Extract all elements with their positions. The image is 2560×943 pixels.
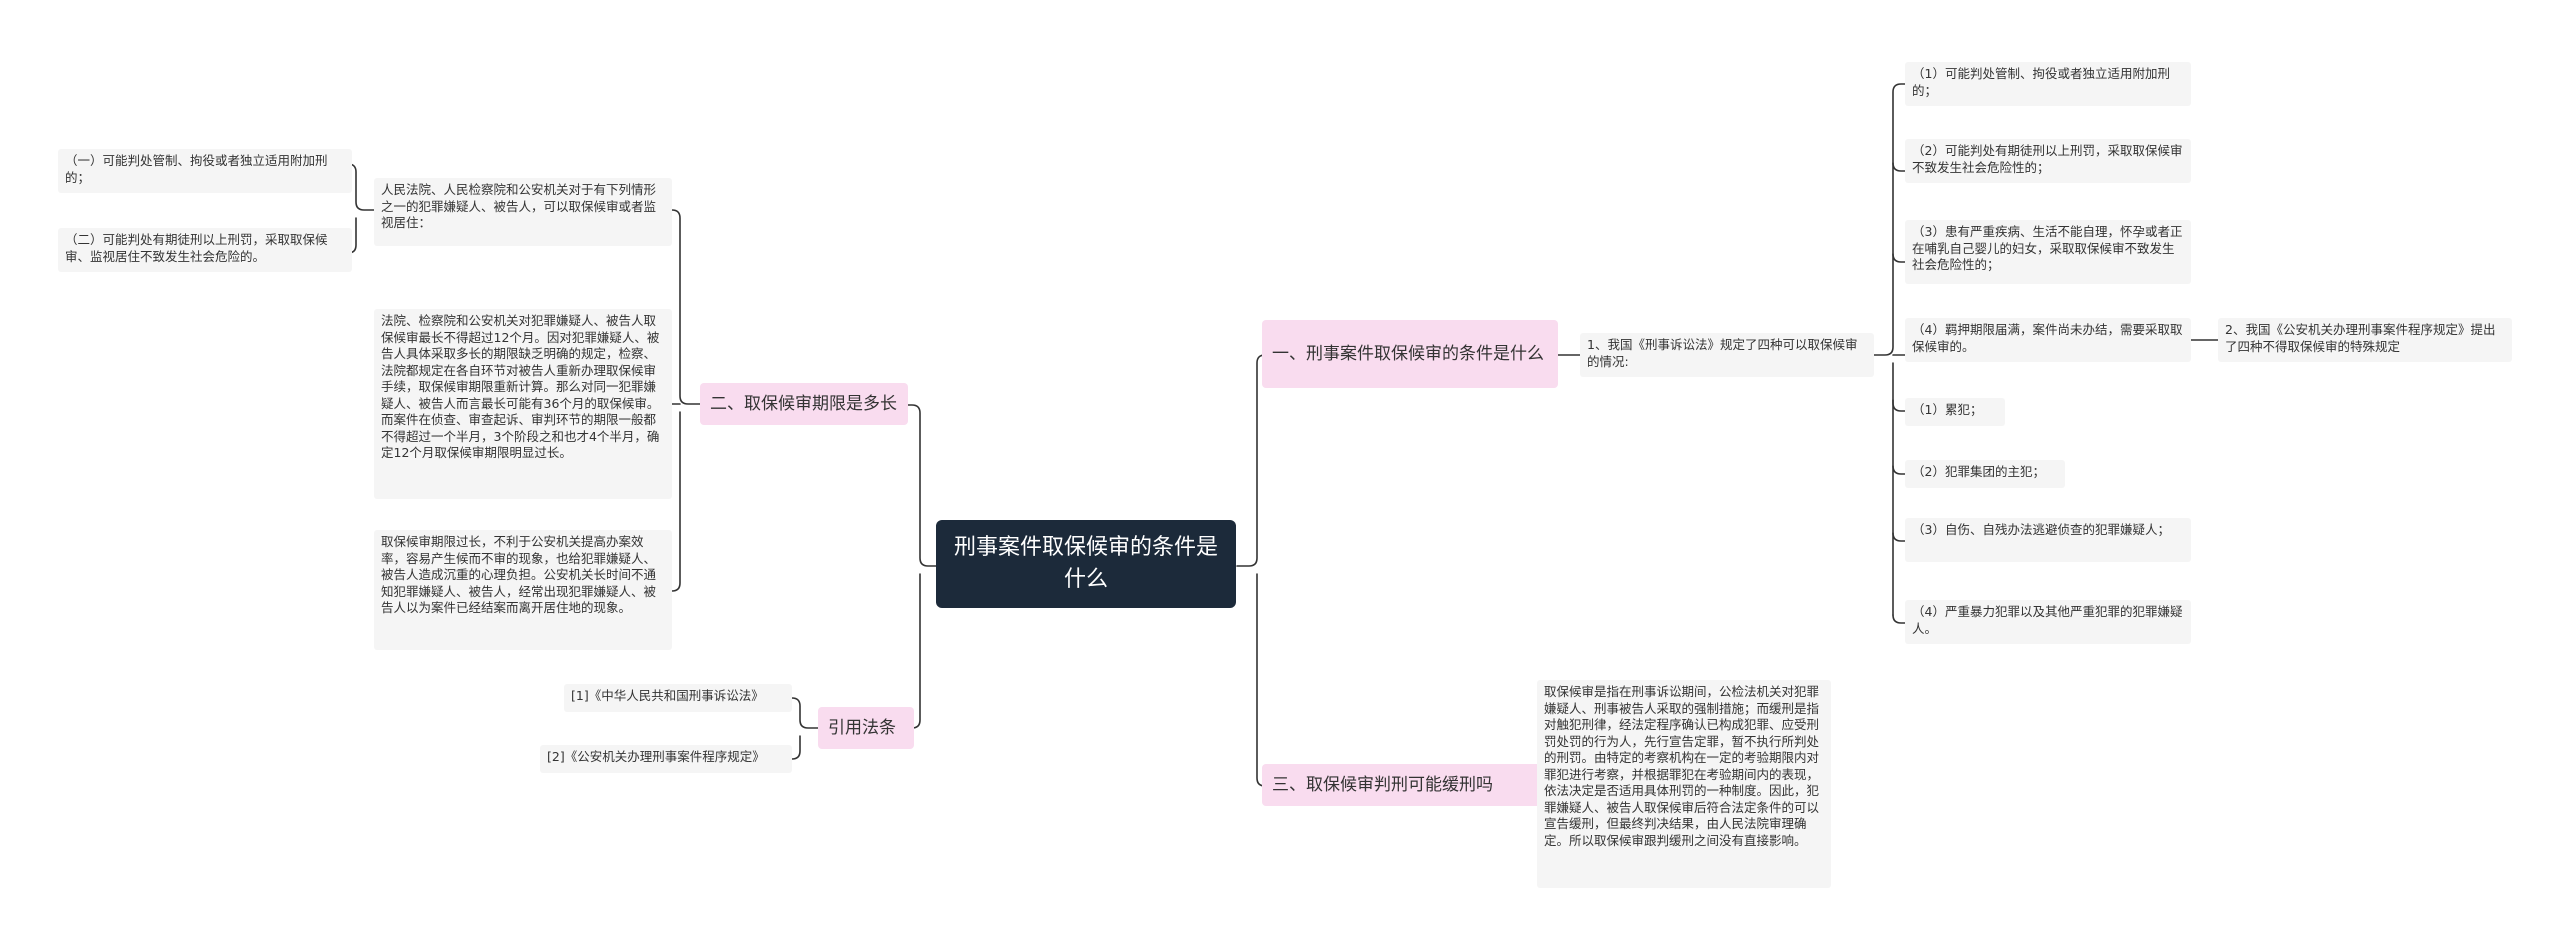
conditions-node-1[interactable]: 1、我国《刑事诉讼法》规定了四种可以取保候审的情况: — [1580, 333, 1874, 377]
connector — [787, 735, 801, 760]
condition-item-3-text: （3）患有严重疾病、生活不能自理，怀孕或者正在哺乳自己婴儿的妇女，采取取保候审不… — [1912, 224, 2183, 272]
connector — [665, 209, 701, 405]
root-title: 刑事案件取保候审的条件是什么 — [953, 535, 1218, 592]
condition-item-3[interactable]: （3）患有严重疾病、生活不能自理，怀孕或者正在哺乳自己婴儿的妇女，采取取保候审不… — [1905, 220, 2191, 284]
duration-node-3[interactable]: 取保候审期限过长，不利于公安机关提高办案效率，容易产生候而不审的现象，也给犯罪嫌… — [374, 530, 672, 650]
condition-item-2[interactable]: （2）可能判处有期徒刑以上刑罚，采取取保候审不致发生社会危险性的； — [1905, 139, 2191, 183]
probation-node-text: 取保候审是指在刑事诉讼期间，公检法机关对犯罪嫌疑人、刑事被告人采取的强制措施；而… — [1544, 684, 1820, 848]
condition-item-1-text: （1）可能判处管制、拘役或者独立适用附加刑的； — [1912, 66, 2170, 98]
duration-node-3-text: 取保候审期限过长，不利于公安机关提高办案效率，容易产生候而不审的现象，也给犯罪嫌… — [381, 534, 657, 615]
reference-item-2[interactable]: [2]《公安机关办理刑事案件程序规定》 — [540, 745, 792, 773]
connector — [665, 411, 681, 592]
probation-node[interactable]: 取保候审是指在刑事诉讼期间，公检法机关对犯罪嫌疑人、刑事被告人采取的强制措施；而… — [1537, 680, 1831, 888]
condition-item-6-text: （2）犯罪集团的主犯； — [1912, 464, 2045, 479]
duration-sub-2[interactable]: （二）可能判处有期徒刑以上刑罚，采取取保候审、监视居住不致发生社会危险的。 — [58, 228, 352, 272]
branch-duration-label: 二、取保候审期限是多长 — [710, 394, 897, 414]
condition-item-1[interactable]: （1）可能判处管制、拘役或者独立适用附加刑的； — [1905, 62, 2191, 106]
reference-item-1-text: [1]《中华人民共和国刑事诉讼法》 — [571, 688, 764, 703]
condition-item-6[interactable]: （2）犯罪集团的主犯； — [1905, 460, 2065, 488]
condition-item-5-text: （1）累犯； — [1912, 402, 1983, 417]
duration-sub-1-text: （一）可能判处管制、拘役或者独立适用附加刑的； — [65, 153, 328, 185]
condition-item-8-text: （4）严重暴力犯罪以及其他严重犯罪的犯罪嫌疑人。 — [1912, 604, 2183, 636]
duration-node-1-text: 人民法院、人民检察院和公安机关对于有下列情形之一的犯罪嫌疑人、被告人，可以取保候… — [381, 182, 657, 230]
connector — [904, 404, 941, 567]
connector — [1873, 83, 1906, 356]
conditions-node-2[interactable]: 2、我国《公安机关办理刑事案件程序规定》提出了四种不得取保候审的特殊规定 — [2218, 318, 2512, 362]
root-topic[interactable]: 刑事案件取保候审的条件是什么 — [936, 520, 1236, 608]
connector — [904, 573, 921, 729]
reference-item-2-text: [2]《公安机关办理刑事案件程序规定》 — [547, 749, 765, 764]
condition-item-2-text: （2）可能判处有期徒刑以上刑罚，采取取保候审不致发生社会危险性的； — [1912, 143, 2183, 175]
condition-item-5[interactable]: （1）累犯； — [1905, 398, 2005, 426]
branch-probation-label: 三、取保候审判刑可能缓刑吗 — [1272, 775, 1493, 795]
duration-node-2[interactable]: 法院、检察院和公安机关对犯罪嫌疑人、被告人取保候审最长不得超过12个月。因对犯罪… — [374, 309, 672, 499]
conditions-node-2-text: 2、我国《公安机关办理刑事案件程序规定》提出了四种不得取保候审的特殊规定 — [2225, 322, 2496, 354]
connector — [1892, 465, 1906, 475]
branch-duration[interactable]: 二、取保候审期限是多长 — [700, 383, 908, 425]
duration-sub-1[interactable]: （一）可能判处管制、拘役或者独立适用附加刑的； — [58, 149, 352, 193]
connector — [1892, 253, 1906, 263]
condition-item-4-text: （4）羁押期限届满，案件尚未办结，需要采取取保候审的。 — [1912, 322, 2183, 354]
connector — [787, 697, 819, 729]
connector — [1892, 362, 1906, 412]
duration-node-1[interactable]: 人民法院、人民检察院和公安机关对于有下列情形之一的犯罪嫌疑人、被告人，可以取保候… — [374, 178, 672, 246]
branch-conditions-label: 一、刑事案件取保候审的条件是什么 — [1272, 344, 1544, 364]
conditions-node-1-text: 1、我国《刑事诉讼法》规定了四种可以取保候审的情况: — [1587, 337, 1858, 369]
branch-references[interactable]: 引用法条 — [818, 707, 914, 749]
branch-conditions[interactable]: 一、刑事案件取保候审的条件是什么 — [1262, 320, 1558, 388]
condition-item-7[interactable]: （3）自伤、自残办法逃避侦查的犯罪嫌疑人； — [1905, 518, 2191, 562]
duration-sub-2-text: （二）可能判处有期徒刑以上刑罚，采取取保候审、监视居住不致发生社会危险的。 — [65, 232, 328, 264]
connector — [1256, 573, 1273, 787]
connector — [1892, 162, 1906, 172]
condition-item-7-text: （3）自伤、自残办法逃避侦查的犯罪嫌疑人； — [1912, 522, 2170, 537]
condition-item-8[interactable]: （4）严重暴力犯罪以及其他严重犯罪的犯罪嫌疑人。 — [1905, 600, 2191, 644]
reference-item-1[interactable]: [1]《中华人民共和国刑事诉讼法》 — [564, 684, 792, 712]
branch-probation[interactable]: 三、取保候审判刑可能缓刑吗 — [1262, 764, 1552, 806]
condition-item-4[interactable]: （4）羁押期限届满，案件尚未办结，需要采取取保候审的。 — [1905, 318, 2191, 362]
connector — [1892, 532, 1906, 542]
connector — [1236, 354, 1273, 567]
connector — [1892, 614, 1906, 624]
branch-references-label: 引用法条 — [828, 718, 896, 738]
duration-node-2-text: 法院、检察院和公安机关对犯罪嫌疑人、被告人取保候审最长不得超过12个月。因对犯罪… — [381, 313, 660, 460]
